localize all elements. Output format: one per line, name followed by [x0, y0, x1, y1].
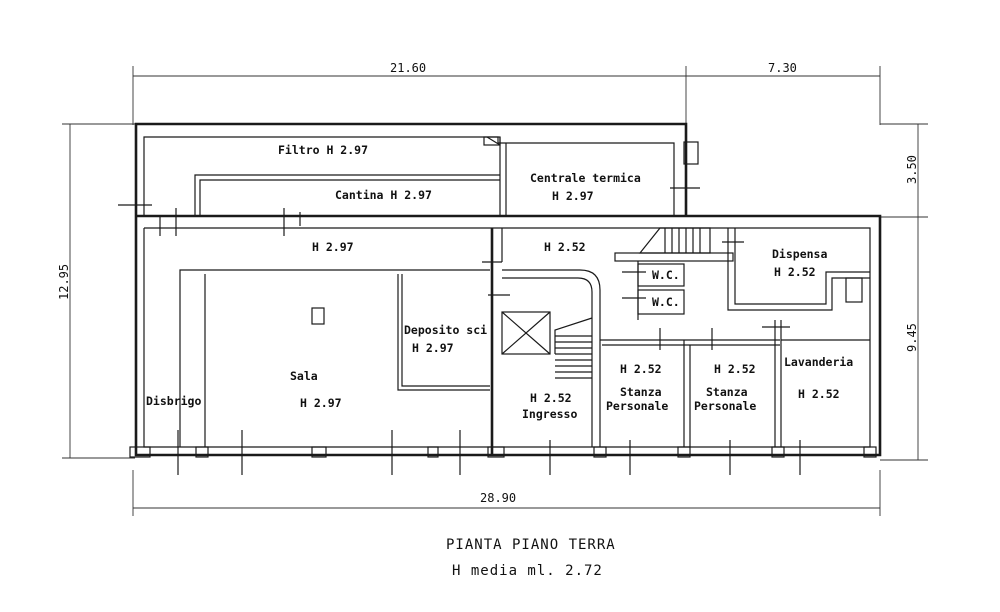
room-centrale-termica-name: Centrale termica: [530, 171, 641, 185]
room-ingresso-name: Ingresso: [522, 407, 577, 421]
room-deposito-sci-height: H 2.97: [412, 341, 454, 355]
stair-treads: [555, 335, 592, 379]
room-wc-1: W.C.: [652, 268, 680, 282]
room-dispensa-height: H 2.52: [774, 265, 816, 279]
room-dispensa-name: Dispensa: [772, 247, 827, 261]
dim-left-total: 12.95: [57, 264, 71, 300]
outer-walls: [134, 122, 882, 457]
plan-subtitle: H media ml. 2.72: [452, 563, 603, 579]
upper-stair-treads: [664, 228, 701, 253]
dim-top-left: 21.60: [390, 61, 426, 75]
room-centrale-termica-height: H 2.97: [552, 189, 594, 203]
room-sala-name: Sala: [290, 369, 318, 383]
room-stanza-2-height: H 2.52: [714, 362, 756, 376]
dim-right-upper: 3.50: [905, 155, 919, 184]
room-wc-2: W.C.: [652, 295, 680, 309]
room-stanza-1-name-line2: Personale: [606, 399, 668, 413]
room-stanza-1-height: H 2.52: [620, 362, 662, 376]
room-stanza-2-name-line2: Personale: [694, 399, 756, 413]
room-filtro: Filtro H 2.97: [278, 143, 368, 157]
dim-right-lower: 9.45: [905, 323, 919, 352]
room-lavanderia-height: H 2.52: [798, 387, 840, 401]
room-corridor-height: H 2.52: [544, 240, 586, 254]
room-ingresso-height: H 2.52: [530, 391, 572, 405]
room-deposito-sci-name: Deposito sci: [404, 323, 487, 337]
room-sala-height: H 2.97: [300, 396, 342, 410]
room-stanza-2-name-line1: Stanza: [706, 385, 748, 399]
room-stanza-1-name-line1: Stanza: [620, 385, 662, 399]
plan-title: PIANTA PIANO TERRA: [446, 537, 616, 553]
dimension-lines: [62, 66, 928, 516]
interior-walls: [179, 137, 870, 455]
room-lavanderia-name: Lavanderia: [784, 355, 853, 369]
room-hall-height: H 2.97: [312, 240, 354, 254]
room-cantina: Cantina H 2.97: [335, 188, 432, 202]
dim-bottom-total: 28.90: [480, 491, 516, 505]
dim-top-right: 7.30: [768, 61, 797, 75]
openings: [118, 187, 877, 475]
room-disbrigo: Disbrigo: [146, 394, 201, 408]
